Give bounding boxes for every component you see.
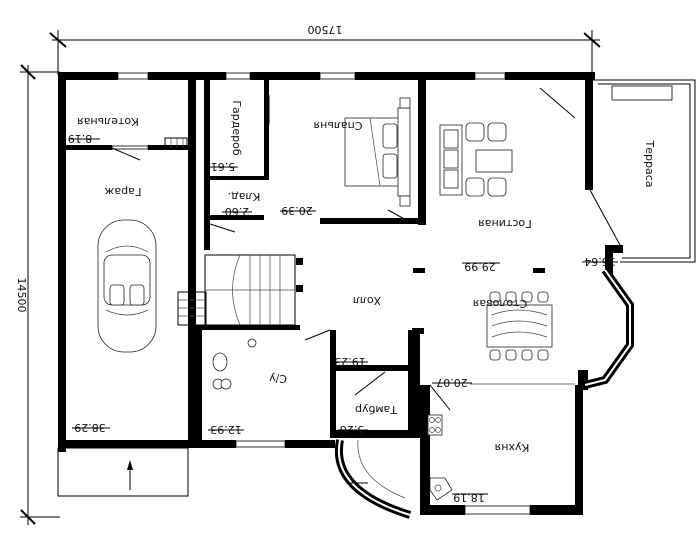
height-dimension: 14500 [15, 278, 28, 313]
room-name-pantry: Клад. [228, 190, 261, 203]
room-name-kitchen: Кухня [495, 441, 530, 454]
staircase [164, 137, 296, 326]
kitchen-appliances [427, 414, 453, 501]
windows [111, 72, 531, 515]
garage-ramp [57, 447, 189, 497]
room-area-dining: 29.99 [464, 260, 496, 273]
room-labels: Котельная 8.19 Гараж 38.29 Гардероб 5.61… [68, 100, 656, 504]
room-name-wardrobe: Гардероб [230, 100, 243, 156]
room-name-living: Гостиная [478, 217, 532, 230]
room-name-bathroom: С/у [269, 372, 287, 385]
dimension-lines [20, 30, 601, 525]
width-dimension: 17500 [308, 23, 343, 36]
terrace-outline [589, 79, 696, 263]
area-underlines [70, 138, 618, 495]
room-name-terrace: Терраса [643, 140, 656, 188]
doors [111, 87, 576, 484]
entrance-curve [334, 439, 412, 519]
dining-table-icon [486, 291, 553, 361]
bed-icon [344, 97, 411, 207]
room-name-vestibule: Тамбур [355, 403, 398, 416]
room-name-hall: Холл [353, 294, 381, 307]
bathroom-fixtures [212, 338, 257, 390]
room-area-kitchen: 18.19 [453, 491, 485, 504]
room-name-dining: Столовая [473, 297, 527, 310]
room-name-garage: Гараж [104, 185, 141, 198]
sofa-set-icon [439, 122, 513, 197]
bay-window [584, 267, 634, 389]
car-icon [97, 219, 157, 353]
room-name-boiler: Котельная [77, 115, 139, 128]
room-name-bedroom: Спальня [314, 119, 363, 132]
